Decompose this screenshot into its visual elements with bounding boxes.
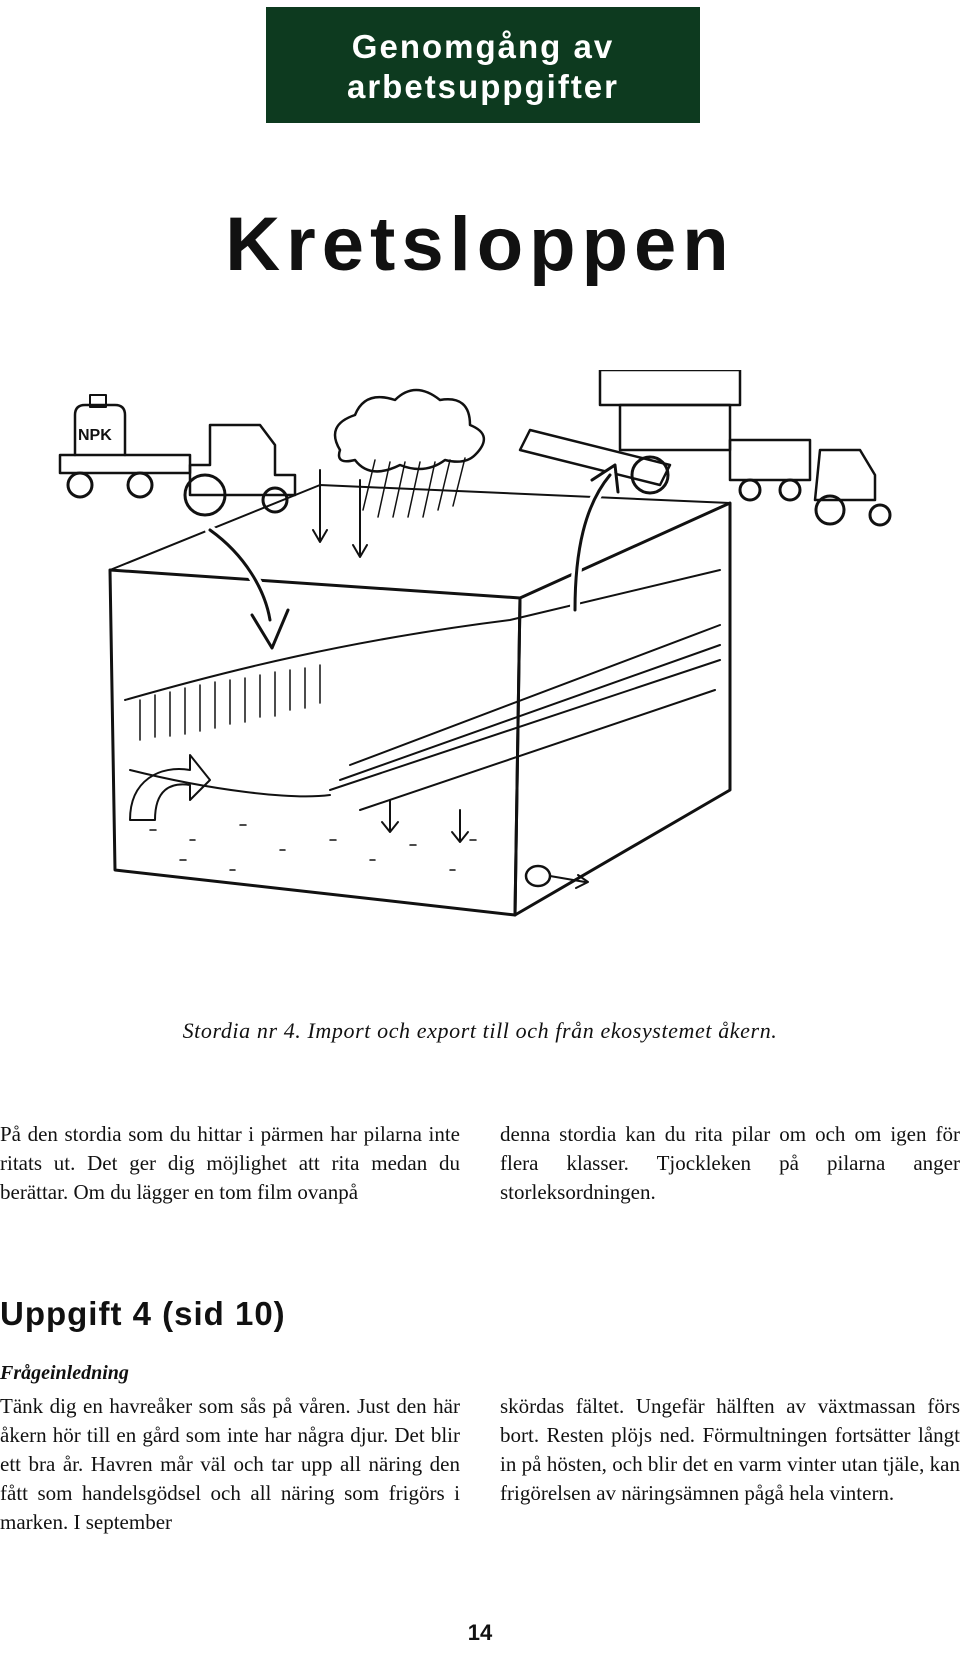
section-paragraph-right: skördas fältet. Ungefär hälften av växtm…: [500, 1394, 960, 1505]
section-heading: Uppgift 4 (sid 10): [0, 1295, 286, 1332]
harvest-export-arrow: [570, 463, 620, 615]
npk-label: NPK: [78, 427, 112, 444]
rain-cloud: [312, 388, 485, 558]
soil-box: [108, 484, 732, 917]
fertilizer-tractor: NPK: [58, 394, 297, 517]
section-paragraph-left: Tänk dig en havreåker som sås på våren. …: [0, 1394, 460, 1534]
combine-harvester: [518, 368, 892, 527]
section-subheading: Frågeinledning: [0, 1362, 129, 1384]
header-line-1: Genomgång av: [351, 28, 615, 65]
page-number: 14: [467, 1620, 493, 1645]
ecosystem-illustration: NPK: [30, 368, 950, 990]
header-line-2: arbetsuppgifter: [346, 68, 620, 105]
figure-caption: Stordia nr 4. Import och export till och…: [182, 1018, 778, 1043]
intro-paragraph-left: På den stordia som du hittar i pärmen ha…: [0, 1122, 460, 1204]
page-title: Kretsloppen: [225, 202, 735, 287]
intro-paragraph-right: denna stordia kan du rita pilar om och o…: [500, 1122, 960, 1204]
fertilizer-input-arrow: [205, 525, 290, 650]
header-banner: Genomgång av arbetsuppgifter: [266, 7, 700, 123]
